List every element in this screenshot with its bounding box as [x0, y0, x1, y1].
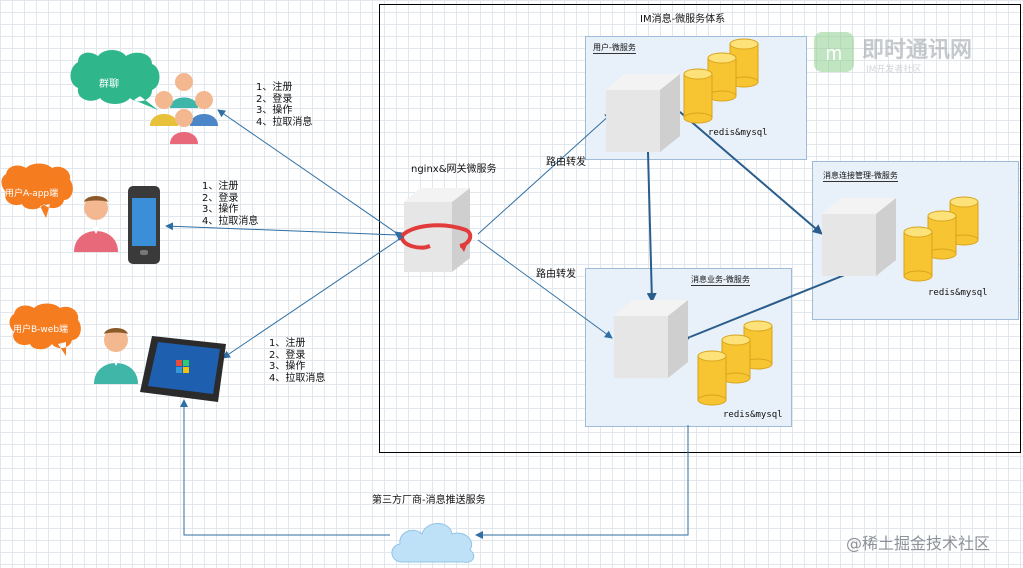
app-user-bubble-text: 用户A-app端: [5, 189, 59, 199]
web-user-avatar-icon: [94, 328, 138, 384]
group-step-3: 3、操作: [256, 105, 293, 116]
mobile-phone-icon: [128, 186, 160, 264]
push-service-label: 第三方厂商-消息推送服务: [372, 495, 486, 506]
web-step-3: 3、操作: [269, 361, 306, 372]
arrow-msg-push: [475, 425, 689, 539]
user-service-server-icon: [606, 74, 680, 152]
gateway-label: nginx&网关微服务: [411, 164, 497, 175]
svg-text:m: m: [826, 43, 843, 65]
arrow-gateway-app: [165, 222, 406, 240]
group-step-4: 4、拉取消息: [256, 116, 313, 128]
watermark-bottom: @稀土掘金技术社区: [846, 534, 991, 553]
user-service-db-icon: [683, 38, 759, 124]
msg-service-db-icon: [697, 320, 773, 406]
watermark-logo-icon: m: [814, 32, 854, 72]
link-user-conn: [669, 102, 823, 235]
arrow-gateway-group: [217, 109, 404, 240]
arrow-route-user: [477, 112, 613, 235]
group-steps: 1、注册 2、登录 3、操作 4、拉取消息: [256, 82, 312, 128]
link-msg-conn: [679, 266, 863, 345]
app-user-avatar-icon: [74, 196, 118, 252]
web-user-bubble-text: 用户B-web端: [13, 325, 69, 335]
web-steps: 1、注册 2、登录 3、操作 4、拉取消息: [269, 338, 325, 384]
web-step-1: 1、注册: [269, 338, 306, 349]
arrow-gateway-web: [222, 232, 407, 359]
msg-service-server-icon: [614, 300, 688, 378]
app-user-bubble-icon: [1, 163, 73, 218]
web-step-4: 4、拉取消息: [269, 372, 326, 384]
group-step-1: 1、注册: [256, 82, 293, 93]
web-step-2: 2、登录: [269, 349, 306, 361]
conn-service-server-icon: [822, 198, 896, 276]
group-chat-bubble-icon: [70, 50, 160, 110]
web-user-bubble-icon: [9, 303, 81, 356]
group-users-icon: [150, 73, 218, 144]
conn-service-db-label: redis&mysql: [928, 288, 988, 298]
watermark-top-main: 即时通讯网: [862, 38, 973, 63]
user-service-db-label: redis&mysql: [708, 128, 768, 138]
msg-service-db-label: redis&mysql: [723, 410, 783, 420]
tablet-icon: [140, 336, 226, 402]
arrow-route-msg: [477, 239, 613, 339]
conn-service-title: 消息连接管理-微服务: [823, 171, 898, 182]
watermark-top-sub: IM开发者社区: [866, 65, 922, 75]
push-cloud-icon: [391, 523, 475, 563]
link-user-msg: [642, 142, 657, 303]
gateway-server-icon: [400, 188, 473, 272]
app-step-3: 3、操作: [202, 204, 239, 215]
route-label-top: 路由转发: [546, 157, 586, 168]
app-step-2: 2、登录: [202, 192, 239, 204]
app-steps: 1、注册 2、登录 3、操作 4、拉取消息: [202, 181, 258, 227]
group-step-2: 2、登录: [256, 93, 293, 105]
arrow-push-web: [180, 399, 390, 536]
group-chat-bubble-text: 群聊: [99, 79, 119, 90]
conn-service-db-icon: [903, 196, 979, 282]
route-label-bottom: 路由转发: [536, 269, 576, 280]
app-step-4: 4、拉取消息: [202, 215, 259, 227]
im-system-title: IM消息-微服务体系: [640, 14, 726, 25]
app-step-1: 1、注册: [202, 181, 239, 192]
user-service-title: 用户-微服务: [593, 43, 636, 54]
